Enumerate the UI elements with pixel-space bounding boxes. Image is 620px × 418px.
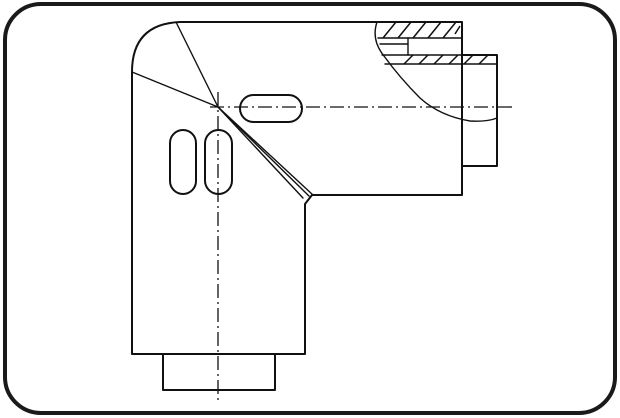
vertical-slot-right <box>204 129 233 195</box>
section-hatch-top <box>382 21 461 39</box>
section-break-line <box>374 21 498 122</box>
mitre-line-upper <box>175 21 219 108</box>
right-spigot <box>461 54 498 167</box>
vertical-slot-left <box>169 129 197 195</box>
border-frame <box>3 2 617 415</box>
bottom-spigot <box>162 353 276 391</box>
mitre-line-c <box>217 106 314 196</box>
mitre-line-lower <box>131 71 219 108</box>
section-hatch-middle <box>403 54 489 65</box>
horizontal-slot <box>239 94 303 123</box>
elbow-body-outline <box>131 21 463 355</box>
mitre-line-a <box>217 106 304 199</box>
